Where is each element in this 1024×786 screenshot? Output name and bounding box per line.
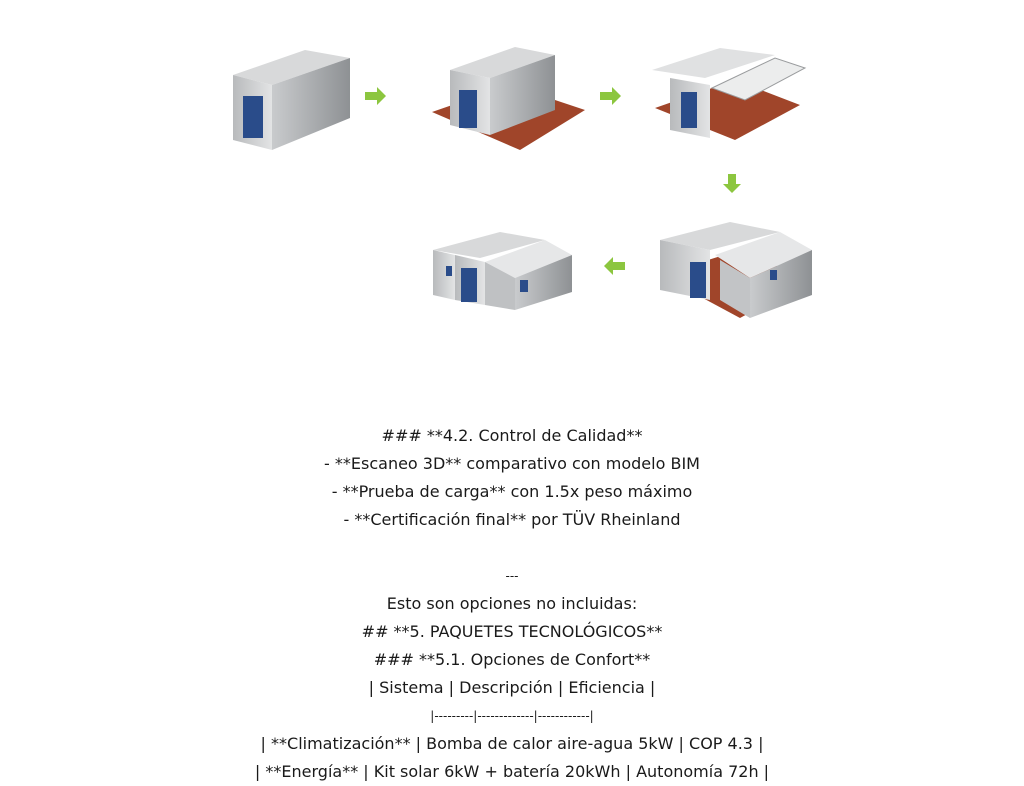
table-row: | **Energía** | Kit solar 6kW + batería … <box>254 762 770 781</box>
arrow-down-icon <box>723 174 741 193</box>
house-step-3 <box>652 48 807 140</box>
house-step-1 <box>233 50 350 150</box>
section-heading: ## **5. PAQUETES TECNOLÓGICOS** <box>361 622 663 641</box>
table-row: | **Climatización** | Bomba de calor air… <box>260 734 764 753</box>
arrow-right-icon <box>365 87 386 105</box>
quality-item: - **Certificación final** por TÜV Rheinl… <box>343 510 681 529</box>
house-step-5 <box>433 232 572 310</box>
quality-item: - **Escaneo 3D** comparativo con modelo … <box>324 454 700 473</box>
quality-item: - **Prueba de carga** con 1.5x peso máxi… <box>331 482 693 501</box>
quality-heading: ### **4.2. Control de Calidad** <box>381 426 643 445</box>
folding-house-illustration <box>233 47 812 318</box>
note-text: Esto son opciones no incluidas: <box>386 594 638 613</box>
arrow-right-icon <box>600 87 621 105</box>
house-step-2 <box>432 47 585 150</box>
table-header: | Sistema | Descripción | Eficiencia | <box>368 678 656 697</box>
house-step-4 <box>660 222 812 318</box>
table-divider: |---------|-------------|------------| <box>430 709 594 723</box>
separator: --- <box>505 569 519 583</box>
arrow-left-icon <box>604 257 625 275</box>
subsection-heading: ### **5.1. Opciones de Confort** <box>373 650 651 669</box>
document-text: ### **4.2. Control de Calidad** - **Esca… <box>0 422 1024 786</box>
